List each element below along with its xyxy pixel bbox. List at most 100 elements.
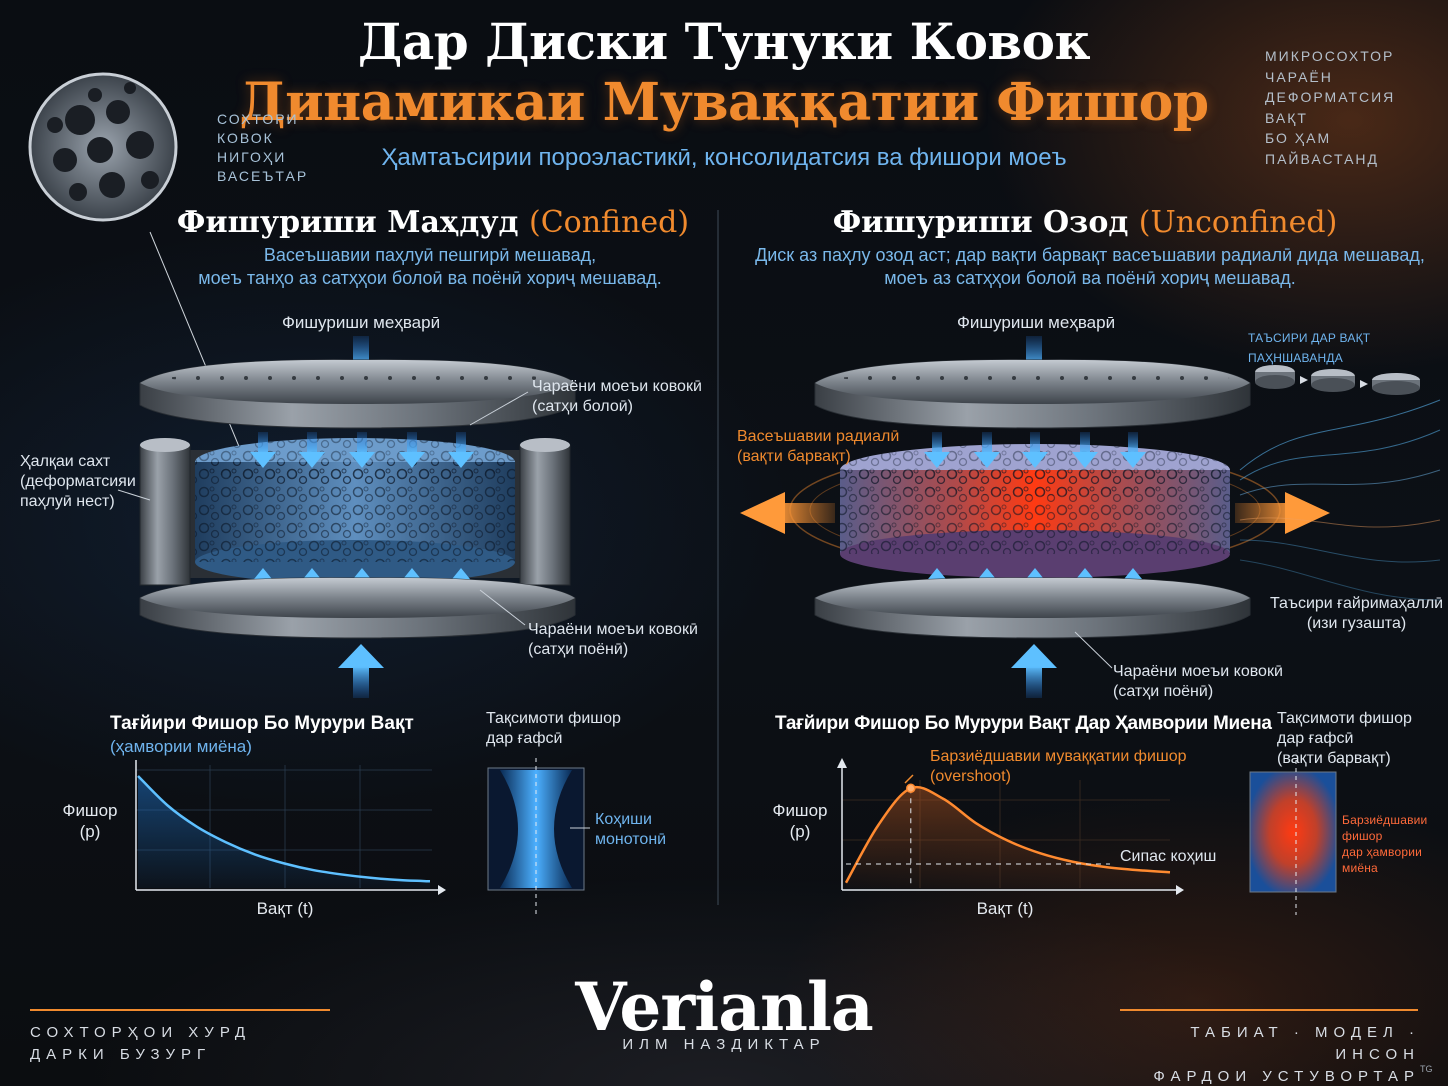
ring-label: Ҳалқаи сахт (деформатсияи паҳлуӣ нест) [20, 452, 136, 512]
confined-distribution [487, 758, 590, 915]
label-line: (вақти барвақт) [737, 448, 851, 465]
label-line: дар ғафсӣ [486, 730, 563, 747]
label-line: дар ғафсӣ [1277, 730, 1354, 747]
label-line: (сатҳи поёнӣ) [1113, 683, 1214, 700]
corner-tag: TG [1420, 1064, 1433, 1074]
radial-expansion-label: Васеъшавии радиалӣ (вақти барвақт) [737, 427, 899, 467]
right-x-label: Вақт (t) [976, 899, 1034, 918]
label-line: (сатҳи поёнӣ) [528, 641, 629, 658]
time-effect-label: ТАЪСИРИ ДАР ВАҚТ ПАҲНШАВАНДА [1248, 331, 1371, 365]
confined-title: Фишуриши Маҳдуд (Confined) [0, 205, 866, 240]
left-chart-subtitle: (ҳамвории миёна) [110, 737, 252, 756]
footer-right-motto: ТАБИАТ · МОДЕЛ · ИНСОН ФАРДОИ УСТУВОРТАР [1110, 1022, 1420, 1086]
motto-line: ТАБИАТ · МОДЕЛ · ИНСОН [1190, 1024, 1420, 1063]
radial-arrow-right [1235, 492, 1330, 534]
microstructure-label: СОХТОРИ КОВОК НИГОҲИ ВАСЕЪТАР [217, 110, 337, 186]
label-line: Ҳалқаи сахт [20, 453, 111, 470]
micro-label-line: ВАСЕЪТАР [217, 168, 309, 184]
unconfined-title-main: Фишуриши Озод [832, 205, 1129, 240]
label-line: (изи гузашта) [1306, 615, 1407, 632]
unconfined-apparatus [740, 336, 1441, 698]
micro-label-line: СОХТОРИ [217, 111, 299, 127]
right-dist-note: Барзиёдшавии фишор дар ҳамвории миёна [1342, 812, 1442, 876]
label-line: Барзиёдшавии муваққатии фишор [930, 748, 1187, 765]
left-y-label: Фишор (p) [52, 800, 128, 842]
motto-line: ДАРКИ БУЗУРГ [30, 1046, 212, 1063]
keyword: МИКРОСОХТОР [1265, 48, 1395, 64]
keyword: ВАҚТ [1265, 109, 1308, 126]
label-line: Фишор [62, 801, 118, 820]
desc-line: моеъ аз сатҳҳои болоӣ ва поёнӣ хориҷ меш… [884, 268, 1296, 288]
unconfined-title-accent: (Unconfined) [1138, 205, 1338, 240]
left-chart-title: Тағйири Фишор Бо Мурури Вақт [110, 713, 414, 734]
keyword: БО ҲАМ ПАЙВАСТАНД [1265, 130, 1380, 167]
left-axial-arrow-bottom [338, 644, 384, 698]
right-bottom-flow-label: Чараёни моеъи ковокӣ (сатҳи поёнӣ) [1113, 662, 1283, 702]
left-chart-line [137, 775, 431, 883]
decay-label: Сипас коҳиш [1120, 848, 1217, 865]
brand-tagline: ИЛМ НАЗДИКТАР [622, 1036, 826, 1053]
label-line: дар ҳамвории миёна [1342, 845, 1423, 875]
footer-left-motto: СОХТОРҲОИ ХУРД ДАРКИ БУЗУРГ [30, 1022, 330, 1066]
right-axial-arrow-bottom [1011, 644, 1057, 698]
label-line: (p) [789, 822, 811, 841]
label-line: Тақсимоти фишор [486, 710, 621, 727]
right-chart-area [846, 787, 1170, 888]
label-line: (вақти барвақт) [1277, 750, 1391, 767]
label-line: Фишор [772, 801, 828, 820]
unconfined-pressure-chart [837, 758, 1184, 895]
left-chart-area [138, 776, 430, 888]
confined-title-accent: (Confined) [529, 205, 690, 240]
keyword: ЧАРАЁН [1265, 68, 1333, 85]
label-line: паҳлуӣ нест) [20, 493, 115, 510]
left-chart-grid [136, 765, 432, 888]
desc-line: Васеъшавии паҳлуӣ пешгирӣ мешавад, [263, 245, 597, 265]
right-chart-line [844, 785, 1171, 884]
desc-line: моеъ танҳо аз сатҳҳои болоӣ ва поёнӣ хор… [198, 268, 662, 288]
left-dist-note: Коҳиши монотонӣ [595, 810, 666, 850]
label-line: Чараёни моеъи ковокӣ [1113, 663, 1283, 680]
unconfined-distribution [1249, 760, 1337, 915]
nonlocal-wave-lines [1239, 399, 1441, 601]
confined-description: Васеъшавии паҳлуӣ пешгирӣ мешавад, моеъ … [160, 244, 700, 290]
confined-pressure-chart [135, 760, 446, 895]
title-line1: Дар Диски Тунуки Ковок [357, 12, 1091, 71]
time-effect-sequence [1255, 365, 1420, 395]
label-line: Чараёни моеъи ковокӣ [528, 621, 698, 638]
right-dist-title: Тақсимоти фишор дар ғафсӣ (вақти барвақт… [1277, 709, 1412, 769]
motto-line: СОХТОРҲОИ ХУРД [30, 1024, 251, 1041]
unconfined-description: Диск аз паҳлу озод аст; дар вақти барвақ… [730, 244, 1448, 290]
label-line: Тақсимоти фишор [1277, 710, 1412, 727]
micro-label-line: КОВОК [217, 130, 274, 146]
keyword-list: МИКРОСОХТОР ЧАРАЁН ДЕФОРМАТСИЯ ВАҚТ БО Ҳ… [1265, 46, 1445, 169]
label-line: (сатҳи болоӣ) [532, 398, 633, 415]
label-line: Коҳиши [595, 811, 652, 828]
nonlocal-label: Таъсири ғайримаҳаллӣ (изи гузашта) [1270, 594, 1443, 634]
top-flow-label: Чараёни моеъи ковокӣ (сатҳи болоӣ) [532, 377, 702, 417]
micro-label-line: НИГОҲИ [217, 149, 287, 165]
overshoot-label: Барзиёдшавии муваққатии фишор (overshoot… [930, 747, 1187, 787]
label-line: Васеъшавии радиалӣ [737, 428, 900, 445]
left-axial-label: Фишуриши меҳварӣ [282, 313, 441, 332]
label-line: монотонӣ [595, 831, 667, 848]
right-y-label: Фишор (p) [762, 800, 838, 842]
confined-title-main: Фишуриши Маҳдуд [176, 205, 519, 240]
brand-logo: Verianla [575, 968, 874, 1046]
title-line2: Динамикаи Муваққатии Фишор [239, 72, 1209, 133]
keyword: ДЕФОРМАТСИЯ [1265, 89, 1396, 105]
peak-point [906, 783, 916, 793]
right-chart-title: Тағйири Фишор Бо Мурури Вақт Дар Ҳамвори… [775, 713, 1272, 734]
label-line: (p) [79, 822, 101, 841]
microstructure-inset [28, 72, 256, 486]
label-line: Таъсири ғайримаҳаллӣ [1270, 595, 1444, 612]
left-x-label: Вақт (t) [256, 899, 314, 918]
right-axial-label: Фишуриши меҳварӣ [957, 313, 1116, 332]
label-line: Барзиёдшавии фишор [1342, 813, 1428, 843]
radial-arrow-left [740, 492, 835, 534]
motto-line: ФАРДОИ УСТУВОРТАР [1153, 1068, 1420, 1085]
label-line: Чараёни моеъи ковокӣ [532, 378, 702, 395]
confined-apparatus [117, 336, 576, 698]
subtitle: Ҳамтаъсирии пороэластикӣ, консолидатсия … [381, 144, 1067, 171]
